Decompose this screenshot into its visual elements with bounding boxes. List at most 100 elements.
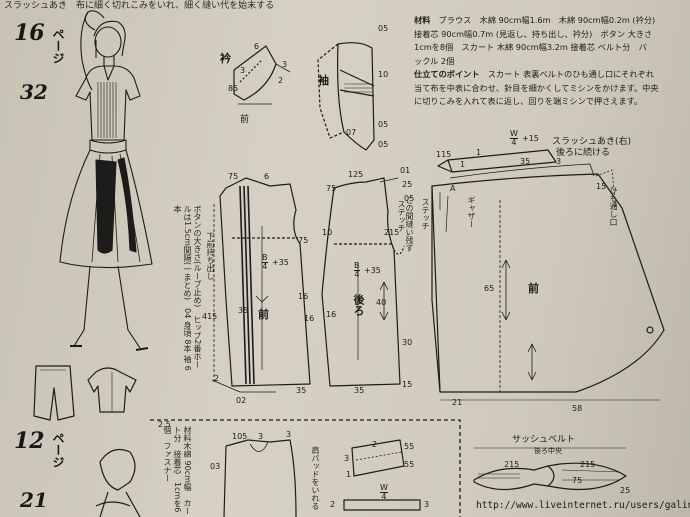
m-front-bust-b: B [262, 253, 268, 262]
materials-line-1: 材料 ブラウス 木綿 90cm幅1.6m 木綿 90cm幅0.2m (衿分) [414, 15, 656, 25]
m-skirt-3: 3 [556, 157, 562, 166]
sleeve-pattern [317, 42, 375, 151]
front-extend-note: 下前持ち出し [206, 232, 215, 280]
m-back-bust: B 4 [354, 262, 360, 279]
m-lower-105: 105 [232, 432, 248, 441]
sleeve-label: 袖 [318, 74, 329, 87]
m-skirt-waist: W 4 [510, 130, 518, 147]
lower-waistband-pattern [343, 499, 421, 511]
m-skirt-w: W [510, 129, 518, 138]
gather-note: ギャザー [467, 196, 476, 228]
sash-belt-title: サッシュベルト [512, 435, 576, 445]
watermark-url: http://www.liveinternet.ru/users/galina_… [476, 500, 690, 511]
m-skirt-58: 58 [572, 404, 583, 413]
m-back-bust-plus: +35 [364, 266, 381, 275]
m-skirt-21: 21 [452, 398, 463, 407]
m-back-30: 30 [402, 338, 413, 347]
m-lower-3b: 3 [286, 430, 292, 439]
m-front-75: 75 [228, 172, 239, 181]
m-lower-w: W [380, 483, 388, 492]
m-lower-3c: 3 [344, 454, 350, 463]
m-front-16b: 16 [304, 314, 315, 323]
m-lower-03: 03 [210, 462, 221, 471]
m-sleeve-05a: 05 [378, 24, 389, 33]
back-bodice-pattern [321, 177, 405, 387]
collar-label: 衿 [220, 52, 231, 65]
back-blouse-sketch [87, 367, 137, 413]
page-label-top: ページ [50, 28, 67, 68]
page-number-top-value: 16 [14, 20, 45, 46]
m-lower-3: 3 [258, 432, 264, 441]
m-back-35: 35 [354, 386, 365, 395]
shoulder-pad-note: 肩パッドをいれる [311, 446, 320, 510]
m-back-bust-b: B [354, 261, 360, 270]
back-bodice-label: 後ろ [352, 294, 365, 316]
m-front-41: 415 [202, 312, 218, 321]
m-sleeve-05c: 05 [378, 140, 389, 149]
m-skirt-a: A [450, 184, 456, 193]
collar-front-label: 前 [240, 115, 250, 125]
page-number-bottom-value: 12 [14, 428, 45, 454]
m-sash-215: 215 [504, 460, 520, 469]
lower-figure-sketch [95, 449, 141, 517]
m-back-05: 05 [404, 194, 415, 203]
m-collar-6: 6 [254, 42, 260, 51]
m-back-16: 16 [326, 310, 337, 319]
m-back-bust-4: 4 [354, 270, 360, 279]
m-front-bust-4: 4 [262, 262, 268, 271]
m-back-215: 215 [384, 228, 400, 237]
m-back-75: 75 [326, 184, 337, 193]
materials-line-2: 接着芯 90cm幅0.7m (見返し、持ち出し、衿分) ボタン 大きさ [414, 28, 653, 39]
page-sub-bottom: 21 [20, 488, 48, 512]
m-front-75b: 75 [298, 236, 309, 245]
m-collar-3b: 3 [282, 60, 288, 69]
m-lower-waist: W 4 [380, 484, 388, 501]
m-front-16: 16 [298, 292, 309, 301]
page-number-top: 16 [14, 20, 45, 46]
materials-line-5: 仕立てのポイント スカート 表裏ベルトのひも通し口にそれぞれ [414, 69, 654, 79]
m-front-bust-plus: +35 [272, 258, 289, 267]
m-lower-w4: 4 [380, 492, 388, 501]
m-sash-215b: 215 [580, 460, 596, 469]
shorts-sketch [33, 365, 75, 421]
page-sub-top: 32 [20, 80, 48, 104]
lower-collar-pattern [351, 439, 405, 477]
m-skirt-plus15: +15 [522, 134, 539, 143]
skirt-pattern [431, 149, 665, 401]
m-front-2: 2 [214, 374, 220, 383]
m-back-15: 15 [402, 380, 413, 389]
fashion-illustration-blouse-skirt [59, 10, 153, 351]
m-lower-2: 2 [372, 440, 378, 449]
m-front-02: 02 [236, 396, 247, 405]
m-lower-55b: 55 [404, 460, 415, 469]
materials-block: 材料 ブラウス 木綿 90cm幅1.6m 木綿 90cm幅0.2m (衿分) 接… [414, 14, 686, 109]
bottom-materials-note: 材料木綿 90cm幅 カート分 接着芯 1cmを6個 ファスナー [152, 426, 192, 516]
m-front-35b: 35 [296, 386, 307, 395]
leave-open-note: この間縫い残す [405, 196, 414, 252]
page-number-bottom: 12 [14, 428, 45, 454]
m-front-35: 35 [238, 306, 249, 315]
slash-right-note: ひも通し口 [609, 186, 618, 226]
m-back-25: 25 [402, 180, 413, 189]
materials-line-3: 1cmを8個 スカート 木綿 90cm幅3.2m 接着芯 ベルト分 バ [414, 42, 647, 52]
m-back-10: 10 [322, 228, 333, 237]
m-back-40: 40 [376, 298, 387, 307]
m-skirt-35: 35 [520, 157, 531, 166]
page-label-top-text: ページ [51, 28, 65, 64]
m-skirt-w4: 4 [510, 138, 518, 147]
page-label-bottom-text: ページ [51, 432, 65, 468]
m-sleeve-10: 10 [378, 70, 389, 79]
m-skirt-1: 1 [460, 160, 466, 169]
lower-bodice-pattern [223, 439, 297, 517]
materials-line-4: ックル 2個 [414, 55, 455, 66]
slash-top-label-2: 後ろに続ける [556, 148, 611, 158]
page-sub-bottom-value: 21 [20, 488, 48, 512]
stitch-note-back: ステッチ [397, 200, 406, 232]
skirt-front-label: 前 [528, 282, 539, 295]
skirt-stitch-note: ステッチ [421, 198, 430, 230]
m-sash-back: 後ろ中央 [534, 447, 562, 455]
m-skirt-1b: 1 [476, 148, 482, 157]
slash-top-label: スラッシュあき(右) [552, 137, 632, 147]
m-back-125: 125 [348, 170, 364, 179]
